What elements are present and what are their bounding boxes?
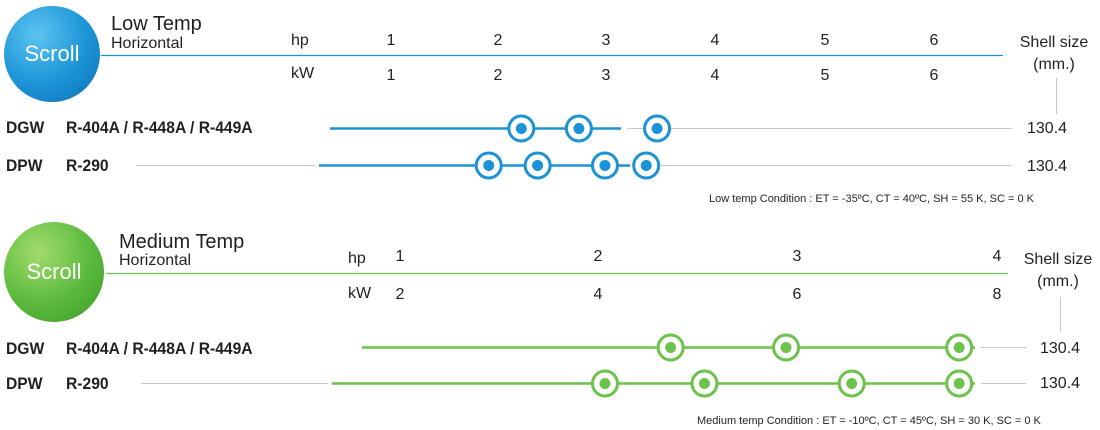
shell-size-unit: (mm.) [1037,273,1079,290]
low-capacity-marker [632,151,661,180]
shell-size-label: Shell size [1023,251,1093,268]
scroll-badge-label: Scroll [24,41,80,66]
low-capacity-marker [474,151,503,180]
medium-kw-tick: 2 [395,286,405,303]
medium-capacity-marker [945,333,974,362]
shell-size-label: Shell size [1019,34,1089,51]
medium-capacity-marker [656,333,685,362]
medium-kw-tick: 4 [593,286,603,303]
low-row-refrigerant: R-290 [66,156,109,175]
medium-temp-subtitle: Horizontal [119,252,192,269]
medium-row-model: DPW [6,374,43,393]
low-shell-size-header: Shell size (mm.) [1010,32,1098,76]
medium-hp-tick: 4 [992,248,1002,265]
low-hp-tick: 6 [929,32,939,49]
low-temp-subtitle: Horizontal [111,35,184,52]
medium-capacity-marker [945,369,974,398]
medium-capacity-marker [772,333,801,362]
low-hp-tick: 2 [493,32,503,49]
low-capacity-marker [507,114,536,143]
low-kw-tick: 2 [493,67,503,84]
shell-size-unit: (mm.) [1033,56,1075,73]
medium-shell-size-header: Shell size (mm.) [1014,249,1100,293]
medium-hp-tick: 2 [593,248,603,265]
low-temp-title: Low Temp [111,13,202,35]
medium-temp-title: Medium Temp [119,231,245,253]
low-hp-tick: 4 [710,32,720,49]
low-kw-tick: 5 [820,67,830,84]
medium-hp-label: hp [348,250,366,267]
medium-capacity-marker [837,369,866,398]
low-row-shell-size: 130.4 [1027,120,1068,137]
low-row-shell-size: 130.4 [1027,158,1068,175]
low-capacity-marker [564,114,593,143]
low-row-model: DPW [6,156,43,175]
medium-row-refrigerant: R-290 [66,374,109,393]
low-capacity-marker [590,151,619,180]
low-hp-tick: 1 [386,32,396,49]
scroll-badge-low: Scroll [4,6,100,102]
medium-capacity-marker [690,369,719,398]
low-capacity-marker [523,151,552,180]
low-kw-label: kW [291,65,315,82]
medium-condition-note: Medium temp Condition : ET = -10ºC, CT =… [697,415,1041,427]
low-row-model: DGW [6,118,45,137]
medium-capacity-marker [590,369,619,398]
low-kw-tick: 3 [601,67,611,84]
medium-kw-tick: 8 [992,286,1002,303]
medium-row-shell-size: 130.4 [1040,340,1081,357]
scroll-badge-label: Scroll [26,259,82,284]
low-hp-tick: 5 [820,32,830,49]
low-hp-label: hp [291,32,309,49]
medium-hp-tick: 1 [395,248,405,265]
medium-hp-tick: 3 [792,248,802,265]
low-kw-tick: 6 [929,67,939,84]
low-kw-tick: 1 [386,67,396,84]
low-row-refrigerant: R-404A / R-448A / R-449A [66,118,253,137]
low-condition-note: Low temp Condition : ET = -35ºC, CT = 40… [709,193,1034,205]
medium-kw-tick: 6 [792,286,802,303]
medium-row-model: DGW [6,339,45,358]
scroll-badge-medium: Scroll [4,222,104,322]
medium-row-shell-size: 130.4 [1040,375,1081,392]
low-kw-tick: 4 [710,67,720,84]
medium-row-refrigerant: R-404A / R-448A / R-449A [66,339,253,358]
low-capacity-marker [643,114,672,143]
medium-kw-label: kW [348,285,372,302]
low-hp-tick: 3 [601,32,611,49]
